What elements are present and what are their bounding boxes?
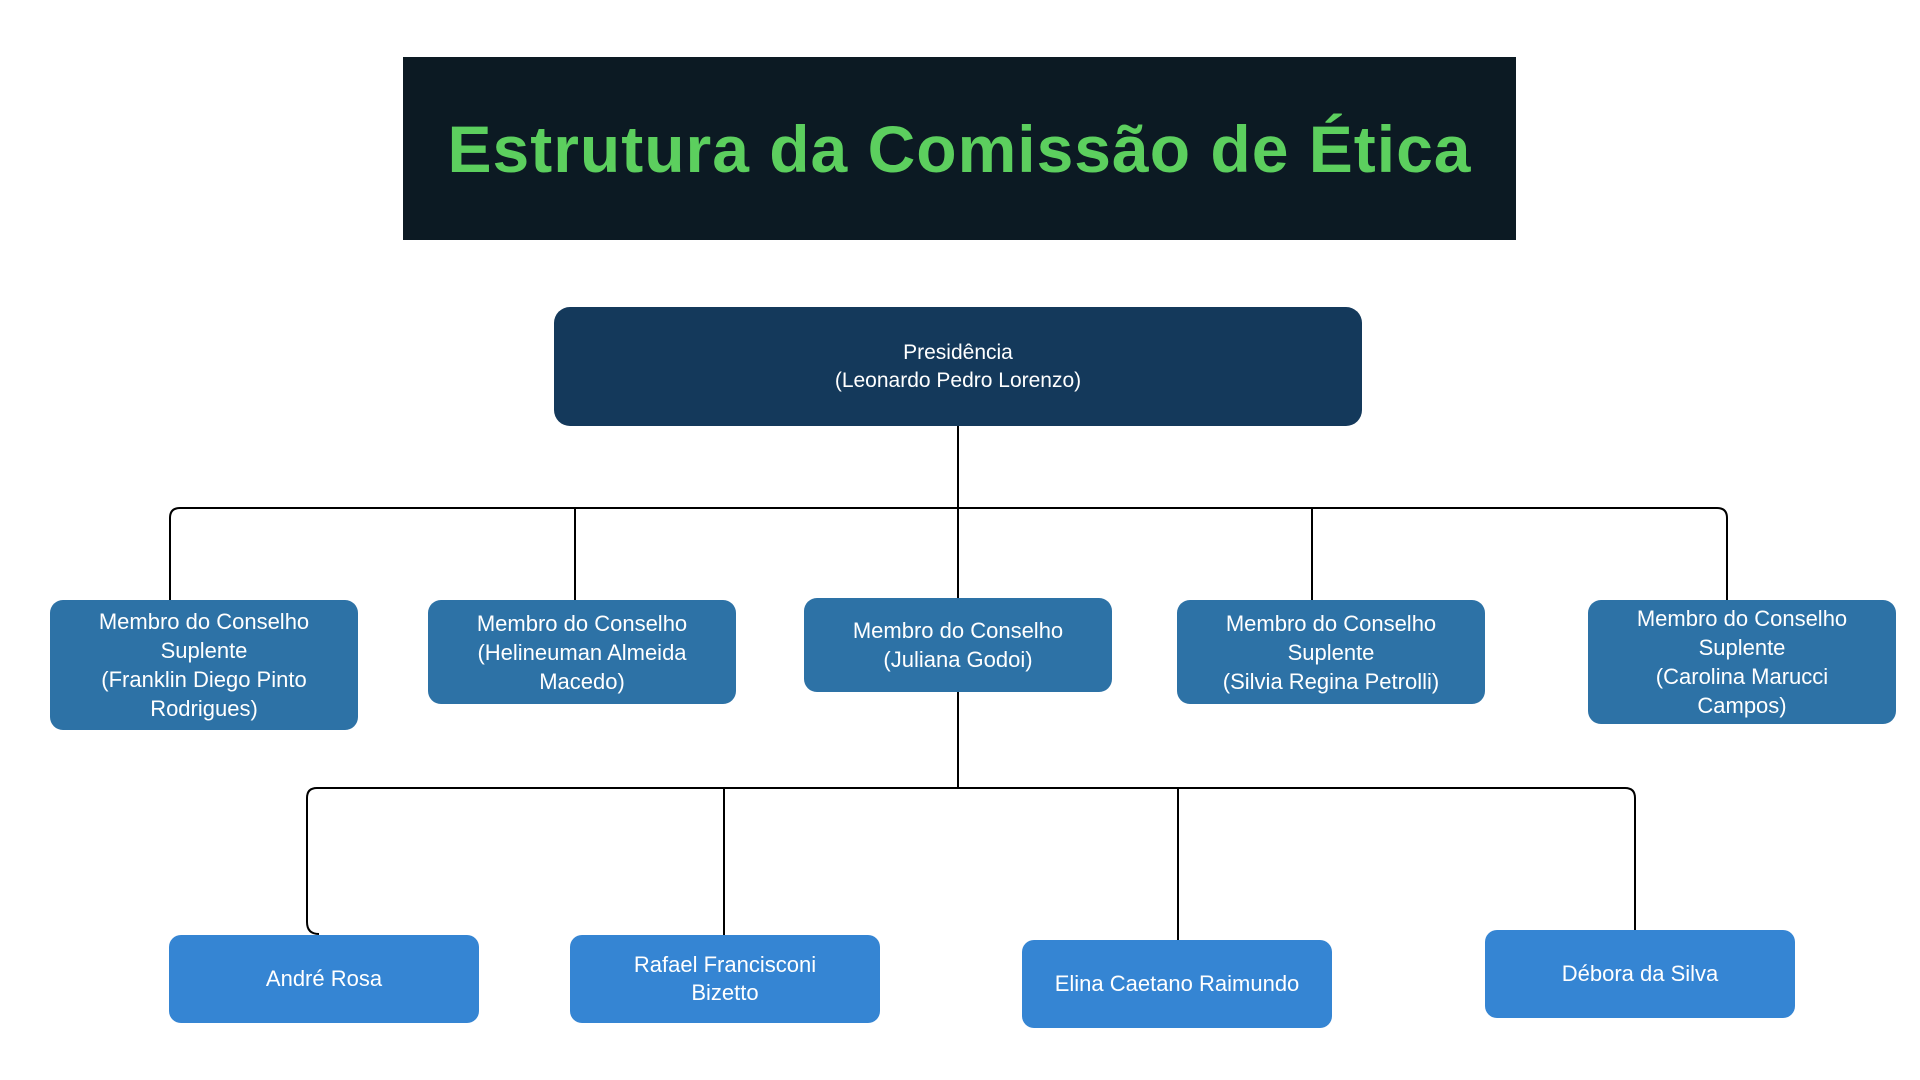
chart-title: Estrutura da Comissão de Ética — [447, 111, 1472, 186]
node-person-name: Rafael Francisconi Bizetto — [633, 952, 817, 1005]
node-staff-rafael: Rafael Francisconi Bizetto — [570, 935, 880, 1023]
node-member-carolina: Membro do Conselho Suplente (Carolina Ma… — [1588, 600, 1896, 724]
node-presidencia: Presidência (Leonardo Pedro Lorenzo) — [554, 307, 1362, 426]
node-role: Membro do Conselho Suplente — [1636, 606, 1848, 660]
node-member-helineuman: Membro do Conselho (Helineuman Almeida M… — [428, 600, 736, 704]
node-staff-elina: Elina Caetano Raimundo — [1022, 940, 1332, 1028]
node-person-name: (Franklin Diego Pinto Rodrigues) — [101, 667, 307, 721]
node-role: Membro do Conselho — [476, 610, 688, 636]
connector-lower-right-arm — [958, 787, 1636, 930]
node-role: Membro do Conselho Suplente — [98, 609, 310, 663]
node-member-silvia: Membro do Conselho Suplente (Silvia Regi… — [1177, 600, 1485, 704]
node-member-franklin: Membro do Conselho Suplente (Franklin Di… — [50, 600, 358, 730]
title-banner: Estrutura da Comissão de Ética — [403, 57, 1516, 240]
node-role: Membro do Conselho Suplente — [1225, 610, 1437, 665]
node-role: Membro do Conselho — [852, 618, 1064, 643]
node-role: Presidência — [903, 340, 1013, 364]
node-staff-andre: André Rosa — [169, 935, 479, 1023]
node-person-name: (Helineuman Almeida Macedo) — [477, 639, 687, 694]
node-person-name: André Rosa — [265, 966, 383, 991]
node-person-name: (Carolina Marucci Campos) — [1655, 664, 1829, 718]
node-staff-debora: Débora da Silva — [1485, 930, 1795, 1018]
node-member-juliana: Membro do Conselho (Juliana Godoi) — [804, 598, 1112, 692]
node-person-name: (Juliana Godoi) — [883, 647, 1033, 672]
connector-lower-left-arm — [306, 787, 958, 935]
connector-left-arm — [169, 507, 958, 600]
node-person-name: Elina Caetano Raimundo — [1054, 971, 1300, 996]
node-person-name: (Silvia Regina Petrolli) — [1222, 668, 1440, 694]
node-person-name: (Leonardo Pedro Lorenzo) — [834, 368, 1082, 392]
node-person-name: Débora da Silva — [1561, 961, 1719, 986]
connector-right-arm — [958, 507, 1728, 600]
